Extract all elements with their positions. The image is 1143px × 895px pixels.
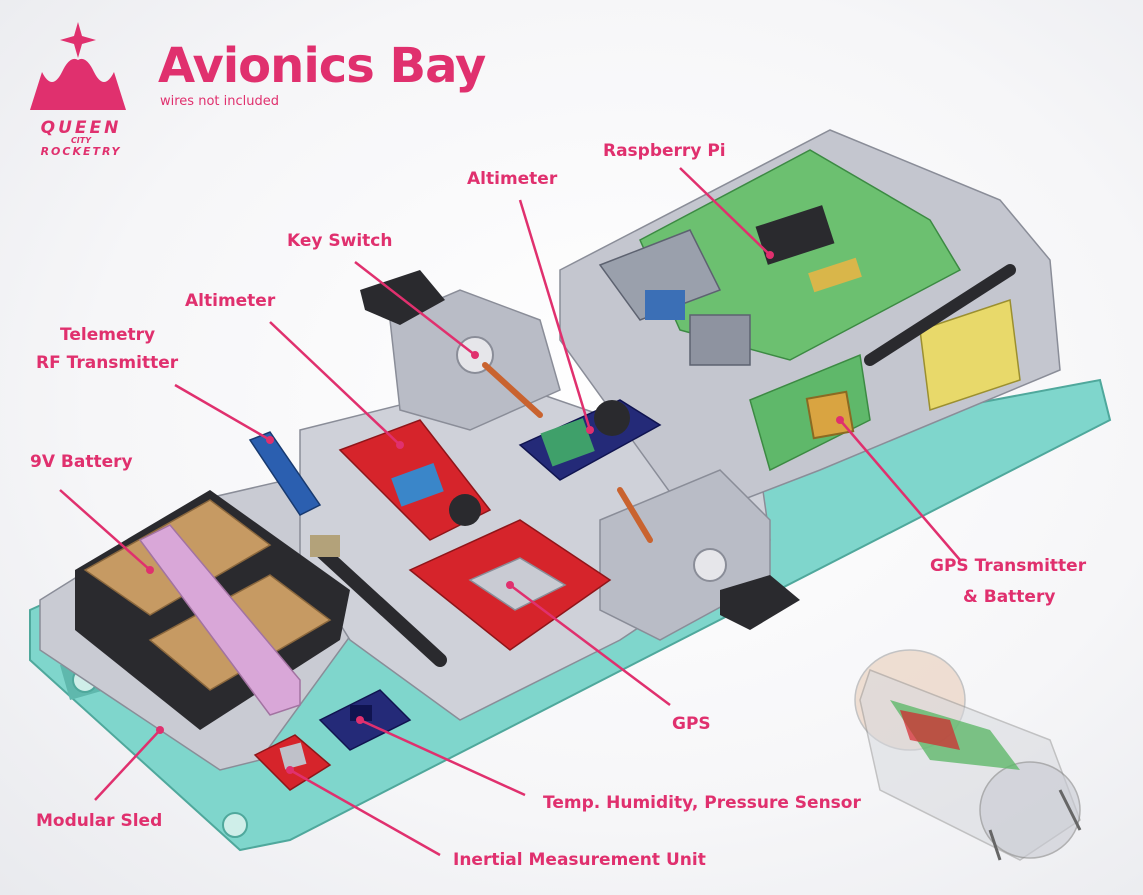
raspberry-pi-board bbox=[639, 149, 962, 361]
leader-modular-sled bbox=[94, 729, 161, 801]
label-key-switch: Key Switch bbox=[287, 231, 393, 251]
rocket-body-inset bbox=[854, 649, 1082, 861]
label-altimeter-left: Altimeter bbox=[185, 291, 276, 311]
leader-gps bbox=[509, 584, 671, 706]
leader-9v-battery bbox=[59, 489, 151, 571]
label-9v-battery: 9V Battery bbox=[30, 452, 133, 472]
label-altimeter-top: Altimeter bbox=[467, 169, 558, 189]
label-gps: GPS bbox=[672, 714, 711, 734]
leader-telemetry bbox=[174, 383, 271, 442]
logo-city: CITY bbox=[70, 136, 92, 145]
telemetry-transmitter bbox=[248, 431, 322, 516]
battery-strap bbox=[138, 524, 301, 716]
page-subtitle: wires not included bbox=[160, 94, 279, 109]
leader-altimeter-left bbox=[269, 321, 401, 446]
label-gps-transmitter-1: GPS Transmitter bbox=[930, 556, 1087, 576]
logo-queen: QUEEN bbox=[40, 118, 122, 138]
label-modular-sled: Modular Sled bbox=[36, 811, 163, 831]
label-temp-sensor: Temp. Humidity, Pressure Sensor bbox=[543, 793, 861, 813]
page-title: Avionics Bay bbox=[158, 38, 486, 94]
leader-temp-sensor bbox=[359, 718, 526, 797]
rpi-ports bbox=[598, 229, 722, 321]
queen-city-crown-icon bbox=[30, 22, 126, 110]
gps-chip bbox=[468, 557, 567, 611]
label-telemetry-2: RF Transmitter bbox=[36, 353, 179, 373]
label-raspberry-pi: Raspberry Pi bbox=[603, 141, 726, 161]
label-gps-transmitter-2: & Battery bbox=[963, 587, 1056, 607]
leader-raspberry-pi bbox=[679, 167, 771, 256]
key-switch-tab-bottom bbox=[720, 575, 800, 630]
gps-tx-battery bbox=[919, 298, 1021, 412]
label-imu: Inertial Measurement Unit bbox=[453, 850, 706, 870]
logo-rocketry: ROCKETRY bbox=[40, 145, 122, 158]
leader-gps-transmitter bbox=[839, 419, 961, 561]
leader-altimeter-top bbox=[518, 199, 592, 431]
leader-imu bbox=[289, 768, 441, 857]
leader-key-switch bbox=[354, 261, 476, 356]
label-telemetry-1: Telemetry bbox=[60, 325, 156, 345]
